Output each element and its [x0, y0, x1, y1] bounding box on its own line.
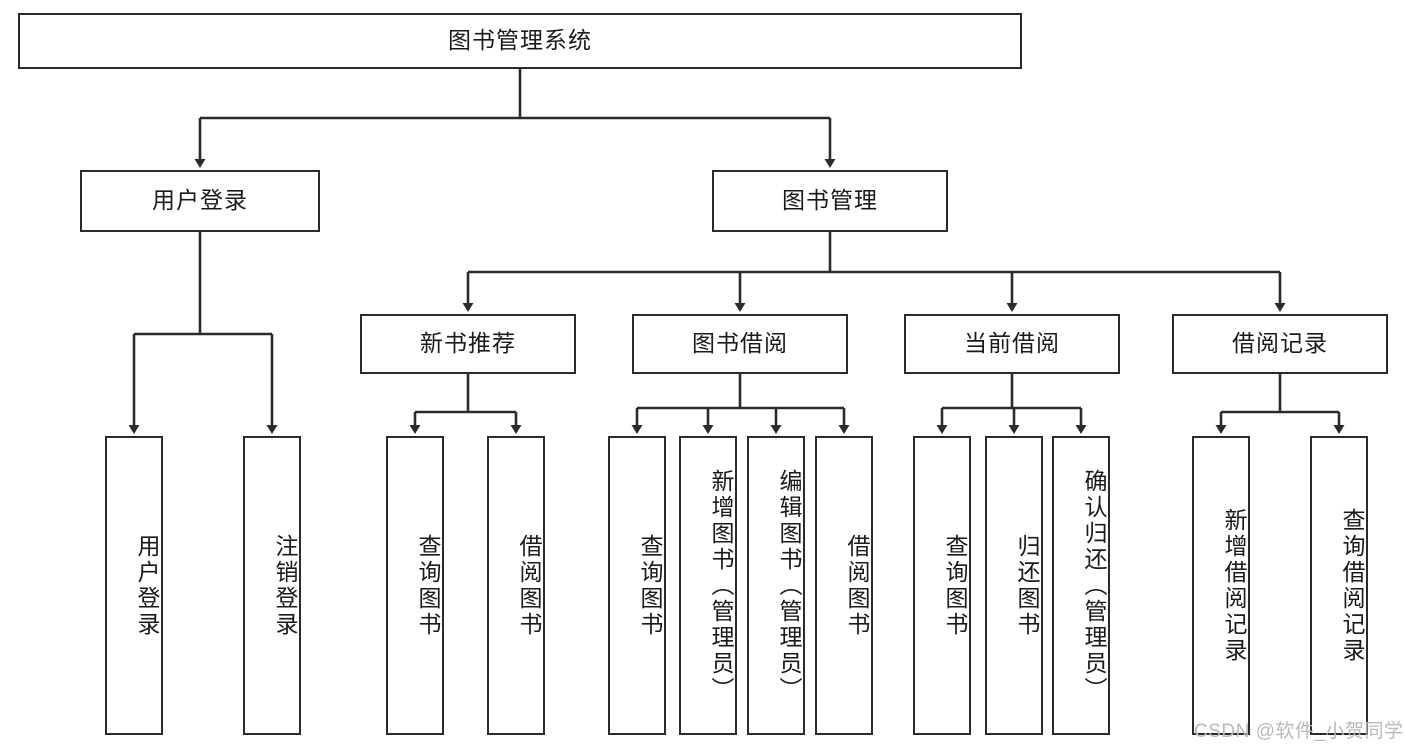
- node-leaf-query-book-3-label: 查询图书: [942, 533, 968, 638]
- node-borrow-record[interactable]: 借阅记录: [1172, 314, 1388, 374]
- node-book-manage[interactable]: 图书管理: [712, 170, 948, 232]
- node-new-book-rec[interactable]: 新书推荐: [360, 314, 576, 374]
- node-leaf-borrow-book-1-label: 借阅图书: [516, 533, 542, 638]
- node-leaf-query-book-2-label: 查询图书: [637, 533, 663, 638]
- node-leaf-edit-book-label: 编辑图书（管理员）: [776, 468, 802, 703]
- node-new-book-rec-label: 新书推荐: [420, 330, 516, 357]
- node-leaf-user-login[interactable]: 用户登录: [105, 436, 163, 735]
- node-leaf-borrow-book-2-label: 借阅图书: [844, 533, 870, 638]
- csdn-watermark: CSDN @软件_小贺同学: [1194, 721, 1404, 742]
- node-leaf-return-book-label: 归还图书: [1014, 533, 1040, 638]
- node-root-label: 图书管理系统: [448, 27, 592, 54]
- node-book-borrow[interactable]: 图书借阅: [632, 314, 848, 374]
- node-leaf-query-book-2[interactable]: 查询图书: [608, 436, 666, 735]
- node-book-manage-label: 图书管理: [782, 187, 878, 214]
- node-current-borrow[interactable]: 当前借阅: [904, 314, 1120, 374]
- node-leaf-borrow-book-1[interactable]: 借阅图书: [487, 436, 545, 735]
- node-leaf-query-record-label: 查询借阅记录: [1339, 507, 1365, 664]
- node-leaf-add-record-label: 新增借阅记录: [1221, 507, 1247, 664]
- node-leaf-confirm-return-label: 确认归还（管理员）: [1081, 468, 1107, 703]
- node-leaf-query-record[interactable]: 查询借阅记录: [1310, 436, 1368, 735]
- node-leaf-logout[interactable]: 注销登录: [243, 436, 301, 735]
- node-leaf-add-book-label: 新增图书（管理员）: [708, 468, 734, 703]
- node-leaf-edit-book[interactable]: 编辑图书（管理员）: [747, 436, 805, 735]
- node-leaf-add-record[interactable]: 新增借阅记录: [1192, 436, 1250, 735]
- node-root[interactable]: 图书管理系统: [18, 13, 1022, 69]
- node-book-borrow-label: 图书借阅: [692, 330, 788, 357]
- node-leaf-confirm-return[interactable]: 确认归还（管理员）: [1052, 436, 1110, 735]
- node-user-login-label: 用户登录: [152, 187, 248, 214]
- node-leaf-logout-label: 注销登录: [272, 533, 298, 638]
- node-borrow-record-label: 借阅记录: [1232, 330, 1328, 357]
- node-leaf-query-book-3[interactable]: 查询图书: [913, 436, 971, 735]
- node-leaf-query-book-1-label: 查询图书: [415, 533, 441, 638]
- node-leaf-query-book-1[interactable]: 查询图书: [386, 436, 444, 735]
- node-leaf-return-book[interactable]: 归还图书: [985, 436, 1043, 735]
- node-user-login[interactable]: 用户登录: [80, 170, 320, 232]
- node-leaf-add-book[interactable]: 新增图书（管理员）: [679, 436, 737, 735]
- node-current-borrow-label: 当前借阅: [964, 330, 1060, 357]
- node-leaf-borrow-book-2[interactable]: 借阅图书: [815, 436, 873, 735]
- node-leaf-user-login-label: 用户登录: [134, 533, 160, 638]
